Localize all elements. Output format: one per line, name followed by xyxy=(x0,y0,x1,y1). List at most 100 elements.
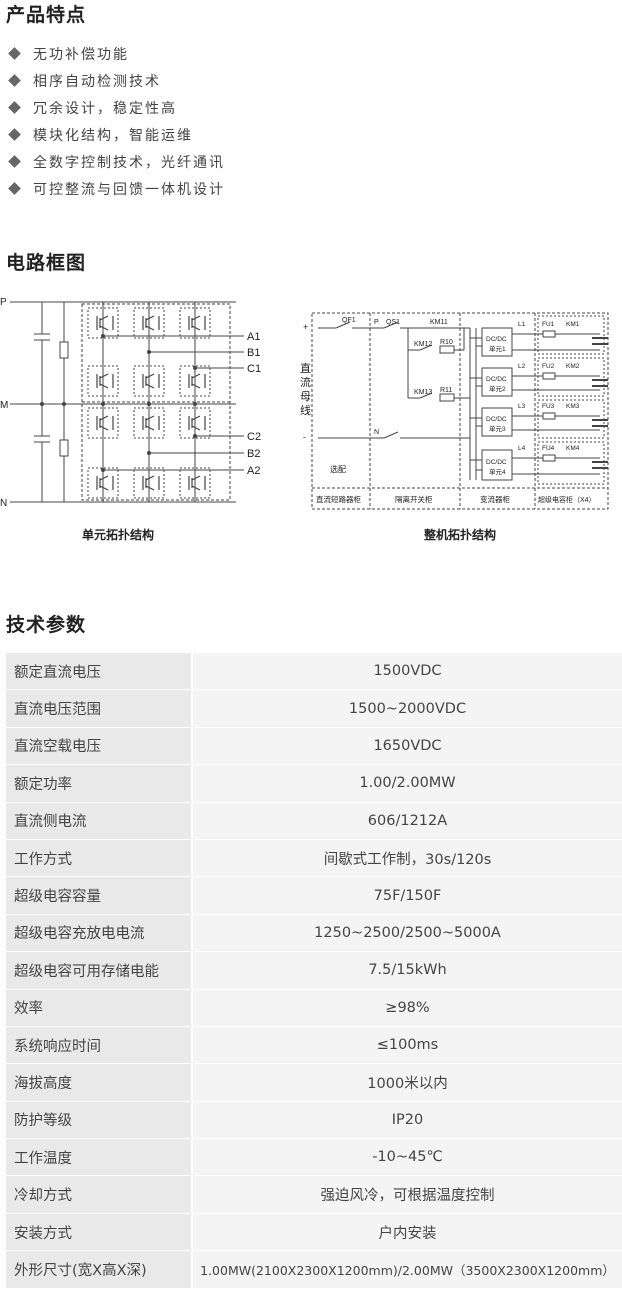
table-row: 工作方式间歇式工作制，30s/120s xyxy=(6,839,622,878)
label-l4: L4 xyxy=(518,445,526,452)
label-bus-4: 线 xyxy=(300,403,311,417)
label-p-sys: P xyxy=(374,319,379,326)
spec-key: 直流空载电压 xyxy=(6,727,193,766)
feature-item: 无功补偿功能 xyxy=(8,40,225,67)
spec-key: 超级电容容量 xyxy=(6,876,193,915)
spec-key: 冷却方式 xyxy=(6,1175,193,1214)
spec-value: 1.00MW(2100X2300X1200mm)/2.00MW（3500X230… xyxy=(192,1250,622,1289)
unit-topology-diagram xyxy=(10,301,244,503)
spec-key: 额定功率 xyxy=(6,764,193,803)
label-km12: KM12 xyxy=(414,341,432,348)
dcdc-unit-2: 单元2 xyxy=(489,384,506,393)
label-km3: KM3 xyxy=(566,403,580,410)
label-p: P xyxy=(0,297,7,308)
table-row: 安装方式户内安装 xyxy=(6,1213,622,1252)
label-m: M xyxy=(0,400,8,411)
spec-key: 安装方式 xyxy=(6,1213,193,1252)
feature-item: 冗余设计，稳定性高 xyxy=(8,94,225,121)
table-row: 系统响应时间≤100ms xyxy=(6,1026,622,1065)
feature-item: 全数字控制技术，光纤通讯 xyxy=(8,148,225,175)
dcdc-title-1: DC/DC xyxy=(486,336,507,343)
spec-value: ≥98% xyxy=(192,989,622,1027)
diamond-bullet-icon xyxy=(8,47,21,60)
spec-key: 额定直流电压 xyxy=(6,652,193,691)
diamond-bullet-icon xyxy=(8,101,21,114)
dcdc-title-4: DC/DC xyxy=(486,459,507,466)
label-plus: + xyxy=(303,322,308,332)
label-l1: L1 xyxy=(518,321,526,328)
dcdc-unit-1: 单元1 xyxy=(489,344,506,353)
circuit-diagrams: P M N A1 B1 C1 C2 B2 A2 xyxy=(0,297,609,510)
label-fu4: FU4 xyxy=(542,445,555,452)
cabinet-converter: 变流器柜 xyxy=(480,494,510,504)
diamond-bullet-icon xyxy=(8,155,21,168)
label-a2: A2 xyxy=(247,465,260,477)
spec-key: 直流侧电流 xyxy=(6,802,193,840)
table-row: 效率≥98% xyxy=(6,989,622,1027)
label-l2: L2 xyxy=(518,363,526,370)
cabinet-supercap: 超级电容柜（X4） xyxy=(538,495,596,504)
diamond-bullet-icon xyxy=(8,182,21,195)
dcdc-unit-3: 单元3 xyxy=(489,424,506,433)
label-fu2: FU2 xyxy=(542,363,555,370)
system-topology-diagram xyxy=(311,312,609,510)
spec-value: 606/1212A xyxy=(192,802,622,840)
circuit-title: 电路框图 xyxy=(6,252,87,274)
label-c2: C2 xyxy=(247,431,261,443)
spec-key: 超级电容可用存储电能 xyxy=(6,951,193,990)
unit-topology-caption: 单元拓扑结构 xyxy=(82,528,155,542)
label-b1: B1 xyxy=(247,347,260,359)
feature-item: 相序自动检测技术 xyxy=(8,67,225,94)
label-r10: R10 xyxy=(440,339,453,346)
label-minus: - xyxy=(303,432,306,442)
label-c1: C1 xyxy=(247,363,261,375)
label-km11: KM11 xyxy=(430,319,448,326)
spec-value: 1500VDC xyxy=(192,652,622,691)
table-row: 工作温度-10~45℃ xyxy=(6,1138,622,1177)
label-qs1: QS1 xyxy=(386,319,400,326)
diamond-bullet-icon xyxy=(8,128,21,141)
label-optional: 选配 xyxy=(330,464,346,474)
feature-item: 模块化结构，智能运维 xyxy=(8,121,225,148)
spec-key: 效率 xyxy=(6,989,193,1027)
spec-value: 1250~2500/2500~5000A xyxy=(192,914,622,953)
table-row: 外形尺寸(宽X高X深)1.00MW(2100X2300X1200mm)/2.00… xyxy=(6,1250,622,1289)
label-l3: L3 xyxy=(518,403,526,410)
label-a1: A1 xyxy=(247,331,260,343)
spec-key: 工作方式 xyxy=(6,839,193,878)
spec-value: 7.5/15kWh xyxy=(192,951,622,990)
spec-key: 工作温度 xyxy=(6,1138,193,1177)
table-row: 冷却方式强迫风冷，可根据温度控制 xyxy=(6,1175,622,1214)
label-km2: KM2 xyxy=(566,363,580,370)
label-km4: KM4 xyxy=(566,445,580,452)
cabinet-breaker: 直流短路器柜 xyxy=(316,494,361,504)
spec-key: 防护等级 xyxy=(6,1101,193,1140)
spec-key: 系统响应时间 xyxy=(6,1026,193,1065)
spec-key: 海拔高度 xyxy=(6,1063,193,1102)
label-n-sys: N xyxy=(374,429,379,436)
spec-value: -10~45℃ xyxy=(192,1138,622,1177)
label-bus-2: 流 xyxy=(300,375,311,389)
label-bus-3: 母 xyxy=(300,390,311,403)
spec-value: 1650VDC xyxy=(192,727,622,766)
spec-value: 75F/150F xyxy=(192,876,622,915)
dcdc-title-2: DC/DC xyxy=(486,376,507,383)
spec-value: 1.00/2.00MW xyxy=(192,764,622,803)
feature-item: 可控整流与回馈一体机设计 xyxy=(8,175,225,202)
spec-value: 1500~2000VDC xyxy=(192,689,622,728)
dcdc-unit-4: 单元4 xyxy=(489,467,506,476)
dcdc-title-3: DC/DC xyxy=(486,416,507,423)
label-km1: KM1 xyxy=(566,321,580,328)
specs-title: 技术参数 xyxy=(6,614,87,636)
diamond-bullet-icon xyxy=(8,74,21,87)
label-fu1: FU1 xyxy=(542,321,555,328)
